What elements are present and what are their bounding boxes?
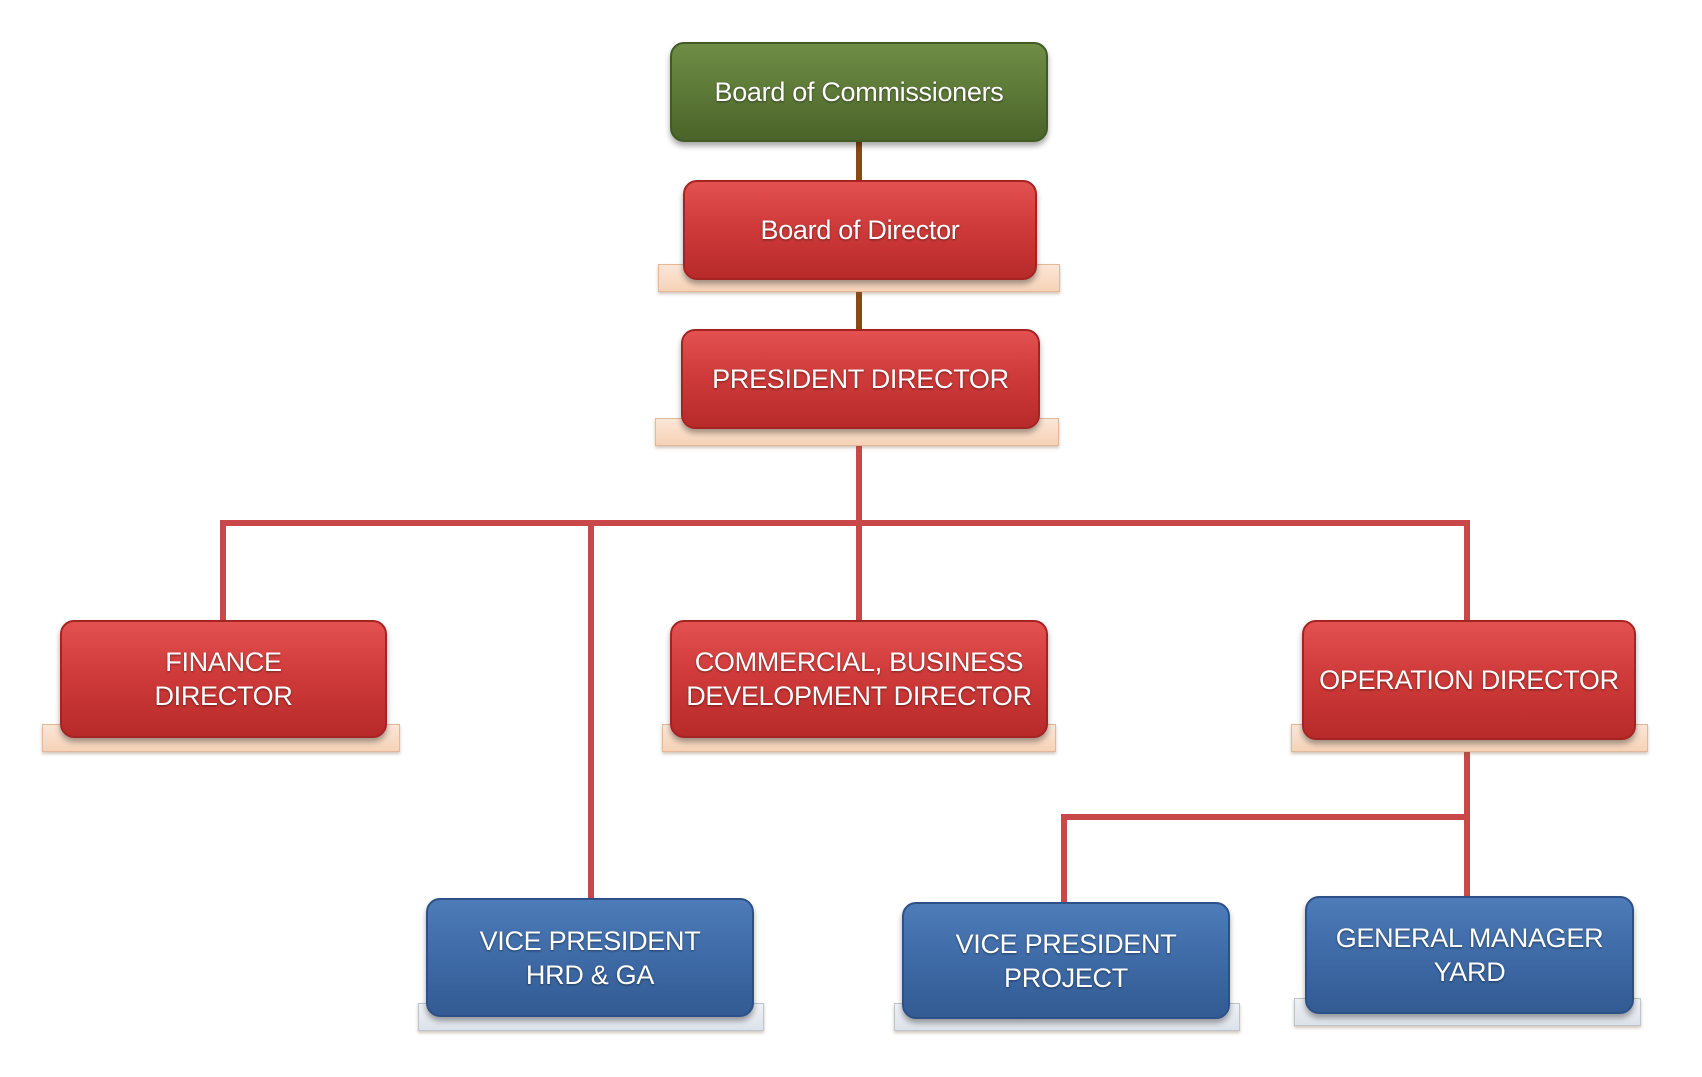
node-gm-yard: GENERAL MANAGER YARD: [1305, 896, 1634, 1014]
node-finance-director: FINANCE DIRECTOR: [60, 620, 387, 738]
node-commercial-director: COMMERCIAL, BUSINESS DEVELOPMENT DIRECTO…: [670, 620, 1048, 738]
node-board-of-director: Board of Director: [683, 180, 1037, 280]
node-vp-hrd-ga: VICE PRESIDENT HRD & GA: [426, 898, 754, 1017]
node-president-director: PRESIDENT DIRECTOR: [681, 329, 1040, 429]
node-board-of-commissioners: Board of Commissioners: [670, 42, 1048, 142]
node-vp-project: VICE PRESIDENT PROJECT: [902, 902, 1230, 1019]
node-operation-director: OPERATION DIRECTOR: [1302, 620, 1636, 740]
